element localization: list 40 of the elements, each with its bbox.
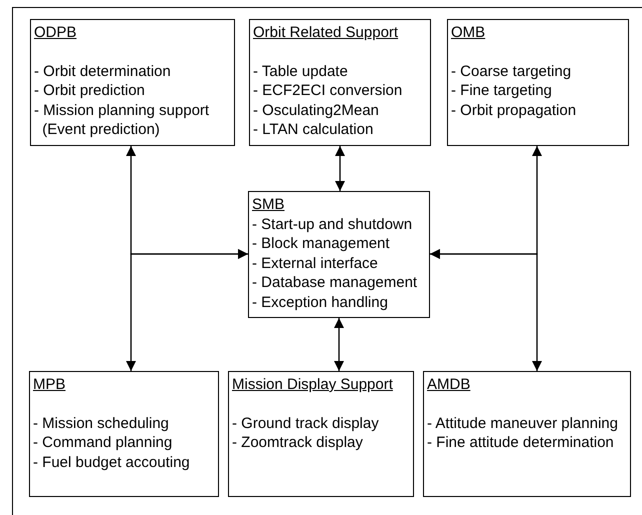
function-item: - Block management bbox=[252, 234, 391, 254]
function-item: - Mission scheduling bbox=[33, 414, 170, 433]
module-title: AMDB bbox=[427, 375, 470, 394]
module-title: Mission Display Support bbox=[232, 375, 393, 394]
function-item: - External interface bbox=[252, 254, 379, 273]
function-item: - LTAN calculation bbox=[253, 120, 374, 140]
module-title: MPB bbox=[33, 375, 66, 394]
arrow bbox=[430, 249, 542, 371]
arrow bbox=[334, 318, 344, 371]
function-item: - Orbit determination bbox=[34, 62, 172, 81]
module-title: OMB bbox=[451, 23, 486, 42]
module-title: Orbit Related Support bbox=[253, 23, 398, 42]
function-item: - Coarse targeting bbox=[451, 62, 572, 81]
module-box bbox=[30, 19, 235, 146]
function-item: - Orbit prediction bbox=[34, 81, 146, 100]
function-item: - Start-up and shutdown bbox=[252, 214, 414, 234]
module-box bbox=[29, 371, 219, 497]
function-item: - Orbit propagation bbox=[451, 100, 578, 120]
function-item: - Attitude maneuver planning bbox=[427, 414, 619, 433]
function-item: - Command planning bbox=[33, 433, 174, 452]
module-box bbox=[249, 19, 431, 146]
arrow bbox=[126, 249, 248, 371]
module-box bbox=[447, 19, 629, 146]
arrow bbox=[335, 146, 345, 191]
function-item: - ECF2ECI conversion bbox=[253, 81, 404, 100]
module-title: SMB bbox=[252, 195, 285, 214]
function-item: - Exception handling bbox=[252, 292, 389, 312]
module-box bbox=[423, 371, 631, 497]
module-title: ODPB bbox=[34, 23, 77, 42]
function-item: - Fine attitude determination bbox=[427, 433, 615, 452]
function-item: - Zoomtrack display bbox=[232, 433, 364, 452]
function-item: - Mission planning support (Event prediction) bbox=[34, 100, 210, 140]
function-item: - Database management bbox=[252, 273, 418, 292]
function-item: - Table update bbox=[253, 62, 349, 81]
function-item: - Osculating2Mean bbox=[253, 100, 380, 120]
module-box bbox=[228, 371, 414, 497]
function-item: - Fine targeting bbox=[451, 81, 553, 100]
function-item: - Fuel budget accouting bbox=[33, 452, 191, 472]
module-box bbox=[248, 191, 430, 318]
function-item: - Ground track display bbox=[232, 414, 380, 433]
